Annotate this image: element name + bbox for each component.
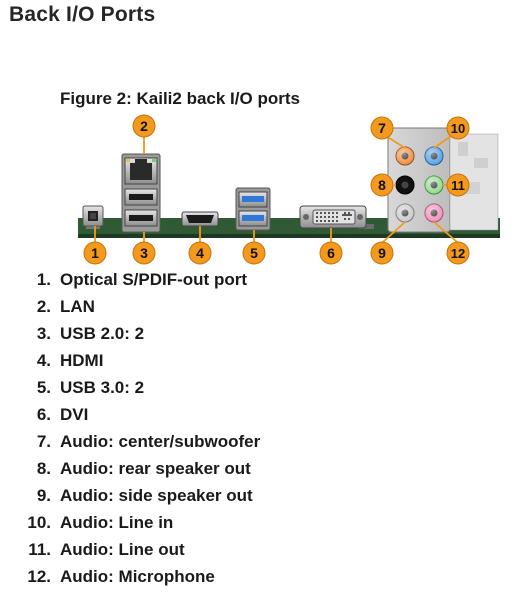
list-label: Audio: Line in — [60, 513, 174, 532]
callout-4: 4 — [188, 241, 212, 265]
audio-jack-line-in — [424, 146, 444, 166]
audio-jack-rear-speaker — [395, 175, 415, 195]
callout-12: 12 — [446, 241, 470, 265]
list-number: 8. — [36, 459, 51, 478]
hdmi-port — [181, 211, 219, 227]
svg-text:2: 2 — [140, 118, 148, 134]
list-label: Audio: rear speaker out — [60, 459, 251, 478]
list-number: 4. — [36, 351, 51, 370]
svg-text:12: 12 — [451, 246, 465, 261]
audio-jack-line-out — [424, 175, 444, 195]
list-item: 9. Audio: side speaker out — [0, 482, 253, 509]
callout-10: 10 — [446, 116, 470, 140]
pcb-board-edge — [78, 234, 500, 238]
svg-text:5: 5 — [250, 245, 258, 261]
list-number: 12. — [27, 567, 51, 586]
list-number: 5. — [36, 378, 51, 397]
list-label: HDMI — [60, 351, 104, 370]
list-item: 7. Audio: center/subwoofer — [0, 428, 260, 455]
callout-2: 2 — [132, 114, 156, 138]
page-title: Back I/O Ports — [9, 3, 156, 26]
list-item: 1. Optical S/PDIF-out port — [0, 266, 247, 293]
list-item: 2. LAN — [0, 293, 95, 320]
callout-1: 1 — [83, 241, 107, 265]
callout-8: 8 — [370, 173, 394, 197]
audio-jack-center-subwoofer — [395, 146, 415, 166]
callout-6: 6 — [319, 241, 343, 265]
svg-text:8: 8 — [378, 177, 386, 193]
callout-3: 3 — [132, 241, 156, 265]
list-label: USB 2.0: 2 — [60, 324, 145, 343]
svg-text:3: 3 — [140, 245, 148, 261]
list-item: 10. Audio: Line in — [0, 509, 173, 536]
audio-jack-side-speaker — [395, 203, 415, 223]
list-number: 11. — [28, 540, 51, 559]
port-list: 1. Optical S/PDIF-out port 2. LAN 3. USB 2.… — [0, 266, 260, 590]
svg-text:7: 7 — [378, 120, 386, 136]
list-label: Audio: side speaker out — [60, 486, 253, 505]
optical-spdif-port — [82, 205, 104, 227]
svg-text:1: 1 — [91, 245, 99, 261]
list-item: 3. USB 2.0: 2 — [0, 320, 144, 347]
list-number: 7. — [36, 432, 51, 451]
list-label: USB 3.0: 2 — [60, 378, 145, 397]
list-number: 9. — [36, 486, 51, 505]
figure-caption: Figure 2: Kaili2 back I/O ports — [60, 89, 300, 108]
audio-panel — [387, 127, 499, 233]
svg-text:11: 11 — [451, 178, 465, 193]
list-label: Audio: Microphone — [60, 567, 215, 586]
callout-11: 11 — [446, 173, 470, 197]
list-label: DVI — [60, 405, 89, 424]
dvi-port — [299, 205, 367, 229]
list-number: 10. — [27, 513, 51, 532]
list-item: 5. USB 3.0: 2 — [0, 374, 144, 401]
list-label: Audio: center/subwoofer — [60, 432, 261, 451]
list-item: 4. HDMI — [0, 347, 104, 374]
list-number: 3. — [36, 324, 51, 343]
svg-text:6: 6 — [327, 245, 335, 261]
list-label: Audio: Line out — [60, 540, 185, 559]
list-item: 11. Audio: Line out — [0, 536, 184, 563]
list-number: 1. — [36, 270, 51, 289]
callout-leaders — [94, 135, 458, 243]
list-number: 2. — [36, 297, 51, 316]
list-item: 12. Audio: Microphone — [0, 563, 215, 590]
audio-jack-microphone — [424, 203, 444, 223]
svg-text:9: 9 — [378, 245, 386, 261]
callout-7: 7 — [370, 116, 394, 140]
callout-5: 5 — [242, 241, 266, 265]
lan-usb2-stack — [121, 153, 161, 233]
svg-text:10: 10 — [451, 121, 465, 136]
list-number: 6. — [36, 405, 51, 424]
list-item: 6. DVI — [0, 401, 89, 428]
list-item: 8. Audio: rear speaker out — [0, 455, 251, 482]
callout-9: 9 — [370, 241, 394, 265]
svg-text:4: 4 — [196, 245, 204, 261]
list-label: LAN — [60, 297, 95, 316]
usb3-stack — [235, 187, 271, 231]
back-io-ports-figure: 1 2 3 4 5 6 7 8 9 10 11 12 — [78, 114, 500, 265]
list-label: Optical S/PDIF-out port — [60, 270, 247, 289]
